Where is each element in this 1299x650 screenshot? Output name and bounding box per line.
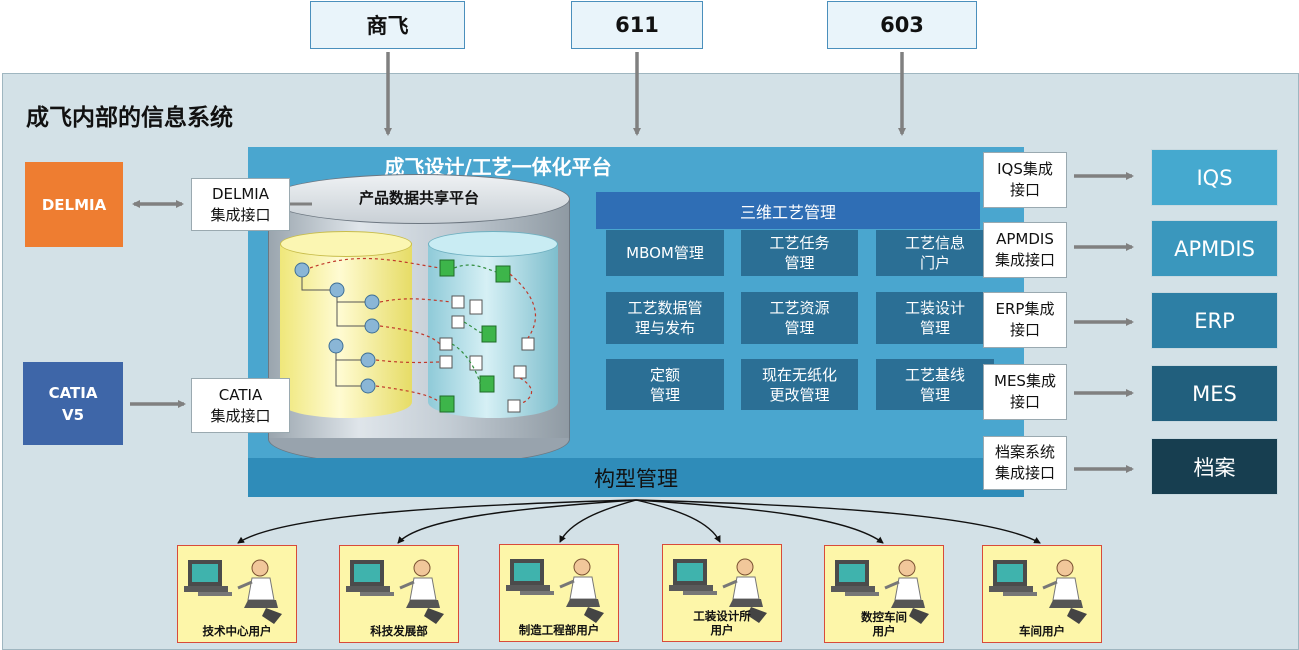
delmia-box: DELMIA — [25, 162, 123, 247]
catia-interface: CATIA 集成接口 — [191, 378, 290, 433]
user-cnc-workshop: 数控车间 用户 — [824, 545, 944, 643]
module-process-task: 工艺任务 管理 — [741, 230, 858, 276]
iqs-interface: IQS集成 接口 — [983, 152, 1067, 208]
configuration-management-bar: 构型管理 — [248, 458, 1024, 497]
cylinder-top — [268, 174, 570, 224]
apmdis-interface: APMDIS 集成接口 — [983, 222, 1067, 278]
archive-interface: 档案系统 集成接口 — [983, 436, 1067, 490]
source-box-603: 603 — [827, 1, 977, 49]
user-label: 数控车间 用户 — [861, 610, 907, 638]
user-tech-dev-dept: 科技发展部 — [339, 545, 459, 643]
erp-system: ERP — [1151, 292, 1278, 349]
archive-system: 档案 — [1151, 438, 1278, 495]
module-tooling-design: 工装设计 管理 — [876, 292, 994, 344]
process-3d-bar: 三维工艺管理 — [596, 192, 980, 229]
module-paperless-change: 现在无纸化 更改管理 — [741, 359, 858, 410]
user-manufacturing-eng: 制造工程部用户 — [499, 544, 619, 642]
user-label: 工装设计所 用户 — [693, 609, 751, 637]
mes-interface: MES集成 接口 — [983, 364, 1067, 420]
user-label: 科技发展部 — [370, 624, 428, 638]
module-process-portal: 工艺信息 门户 — [876, 230, 994, 276]
user-tech-center: 技术中心用户 — [177, 545, 297, 643]
apmdis-system: APMDIS — [1151, 220, 1278, 277]
erp-interface: ERP集成 接口 — [983, 292, 1067, 348]
module-process-resource: 工艺资源 管理 — [741, 292, 858, 344]
yellow-data-store-top — [280, 231, 412, 257]
user-tooling-design-inst: 工装设计所 用户 — [662, 544, 782, 642]
module-mbom: MBOM管理 — [606, 230, 724, 276]
data-platform-label: 产品数据共享平台 — [358, 189, 479, 207]
delmia-interface: DELMIA 集成接口 — [191, 178, 290, 231]
section-title: 成飞内部的信息系统 — [26, 105, 233, 131]
module-process-baseline: 工艺基线 管理 — [876, 359, 994, 410]
user-workshop: 车间用户 — [982, 545, 1102, 643]
module-quota: 定额 管理 — [606, 359, 724, 410]
source-box-comac: 商飞 — [310, 1, 465, 49]
mes-system: MES — [1151, 365, 1278, 422]
source-box-611: 611 — [571, 1, 703, 49]
user-label: 车间用户 — [1019, 624, 1065, 638]
iqs-system: IQS — [1151, 149, 1278, 206]
cyan-data-store-top — [428, 231, 558, 257]
user-label: 制造工程部用户 — [518, 623, 600, 637]
module-process-data: 工艺数据管 理与发布 — [606, 292, 724, 344]
user-label: 技术中心用户 — [202, 624, 272, 638]
catia-box: CATIA V5 — [23, 362, 123, 445]
